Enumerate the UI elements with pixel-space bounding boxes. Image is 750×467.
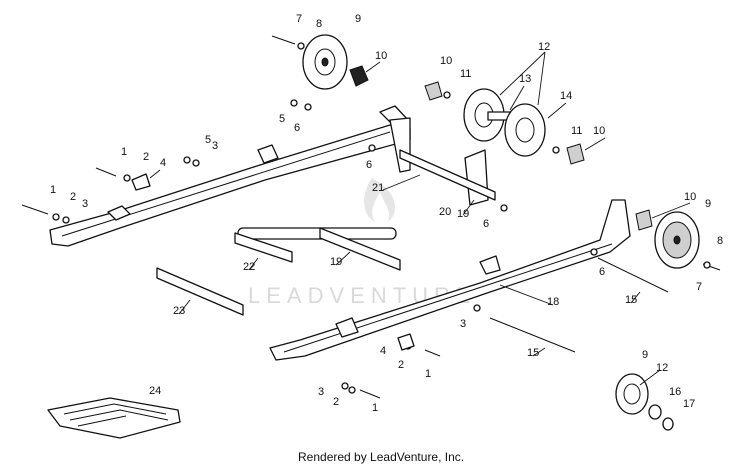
- flame-logo-icon: [364, 178, 396, 222]
- callout: 2: [143, 151, 149, 163]
- callout: 1: [121, 146, 127, 158]
- callout: 6: [294, 122, 300, 134]
- callout: 8: [717, 235, 723, 247]
- callout: 4: [160, 157, 166, 169]
- idler-wheel-9-detail: [615, 373, 674, 431]
- idler-wheel-9-top: [302, 34, 348, 90]
- callout: 10: [440, 55, 452, 67]
- callout: 22: [243, 261, 255, 273]
- hardware: [21, 35, 721, 399]
- callout: 10: [593, 125, 605, 137]
- spacer-blocks: [349, 65, 653, 231]
- callout: 9: [705, 198, 711, 210]
- callout: 10: [375, 50, 387, 62]
- callout: 1: [425, 368, 431, 380]
- callout: 3: [318, 386, 324, 398]
- axle-21: [399, 149, 496, 201]
- callout: 2: [70, 191, 76, 203]
- leader-lines: [149, 51, 691, 386]
- cross-shaft-19-tube: [319, 227, 401, 271]
- callout: 11: [460, 68, 471, 80]
- callout: 8: [316, 18, 322, 30]
- callout: 1: [50, 184, 56, 196]
- callout: 6: [483, 218, 489, 230]
- watermark: LEADVENTURE: [248, 178, 471, 308]
- callout: 17: [683, 398, 695, 410]
- callout: 2: [333, 396, 339, 408]
- callout: 10: [684, 191, 696, 203]
- cross-shaft-23-tube: [156, 267, 244, 316]
- idler-wheel-9-right: [654, 211, 700, 269]
- cross-shaft-22-tube: [234, 232, 293, 263]
- callout-labels: 1 2 4 5 3 1 2 3 7 8 9 10 5 6 10 11 12 13…: [50, 13, 723, 414]
- callout: 21: [372, 182, 384, 194]
- callout: 3: [82, 198, 88, 210]
- callout: 6: [366, 159, 372, 171]
- callout: 19: [457, 208, 469, 220]
- cross-shaft-22: [237, 227, 397, 240]
- callout: 2: [398, 359, 404, 371]
- callout: 14: [560, 90, 572, 102]
- callout: 7: [296, 13, 302, 25]
- skid-plate-24: [47, 397, 181, 439]
- footer-credit: Rendered by LeadVenture, Inc.: [298, 450, 464, 464]
- callout: 19: [330, 256, 342, 268]
- callout: 20: [439, 206, 451, 218]
- callout: 6: [599, 266, 605, 278]
- callout: 15: [625, 294, 637, 306]
- callout: 16: [669, 386, 681, 398]
- right-rail: [269, 199, 631, 361]
- callout: 9: [355, 13, 361, 25]
- callout: 4: [380, 345, 386, 357]
- callout: 5: [279, 113, 285, 125]
- left-rail: [49, 105, 411, 247]
- bolt-15-right: [597, 257, 669, 293]
- callout: 3: [460, 318, 466, 330]
- bolt-15-lower: [489, 317, 576, 353]
- front-mount-right: [464, 149, 489, 206]
- wheel-assembly-12: [463, 88, 546, 157]
- callout: 13: [519, 73, 531, 85]
- callout: 9: [642, 349, 648, 361]
- callout: 15: [527, 347, 539, 359]
- callout: 3: [212, 140, 218, 152]
- callout: 1: [372, 402, 378, 414]
- callout: 12: [656, 362, 668, 374]
- callout: 7: [696, 281, 702, 293]
- callout: 23: [173, 305, 185, 317]
- callout: 5: [205, 134, 211, 146]
- callout: 24: [149, 385, 161, 397]
- callout: 11: [571, 125, 582, 137]
- callout: 18: [547, 296, 559, 308]
- callout: 12: [538, 41, 550, 53]
